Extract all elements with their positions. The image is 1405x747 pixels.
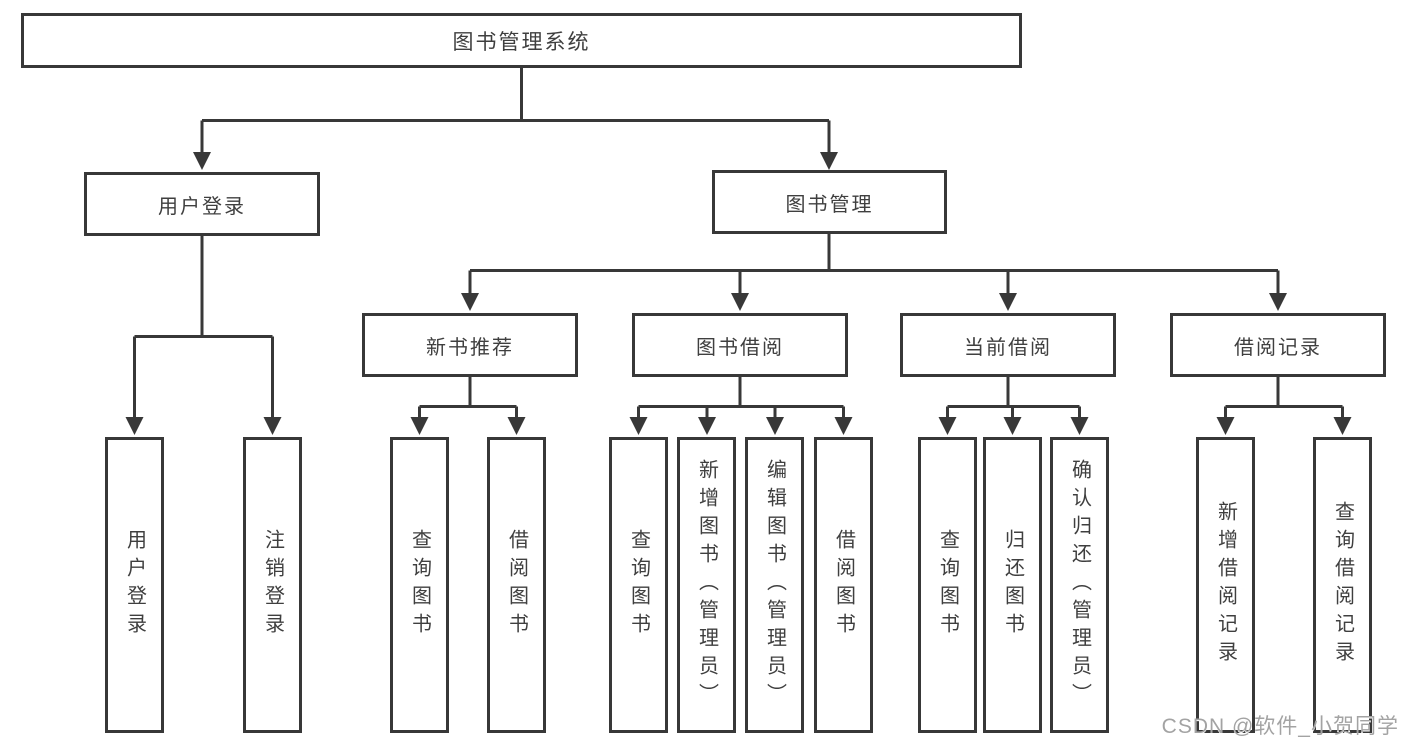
leaf-recommend-borrow-book: 借阅图书 xyxy=(487,437,546,733)
node-borrowing-records: 借阅记录 xyxy=(1170,313,1386,377)
node-system-root: 图书管理系统 xyxy=(21,13,1022,68)
leaf-label: 归还图书 xyxy=(1001,529,1024,641)
leaf-recommend-query-book: 查询图书 xyxy=(390,437,449,733)
node-current-borrowing: 当前借阅 xyxy=(900,313,1116,377)
leaf-query-borrow-record: 查询借阅记录 xyxy=(1313,437,1372,733)
leaf-current-query-book: 查询图书 xyxy=(918,437,977,733)
node-new-book-recommend: 新书推荐 xyxy=(362,313,578,377)
leaf-borrow-book: 借阅图书 xyxy=(814,437,873,733)
leaf-label: 编辑图书（管理员） xyxy=(763,459,786,711)
leaf-label: 查询图书 xyxy=(408,529,431,641)
leaf-label: 注销登录 xyxy=(261,529,284,641)
leaf-label: 查询图书 xyxy=(627,529,650,641)
leaf-logout: 注销登录 xyxy=(243,437,302,733)
leaf-user-login: 用户登录 xyxy=(105,437,164,733)
leaf-return-book: 归还图书 xyxy=(983,437,1042,733)
leaf-label: 新增借阅记录 xyxy=(1214,501,1237,669)
leaf-label: 确认归还（管理员） xyxy=(1068,459,1091,711)
leaf-label: 新增图书（管理员） xyxy=(695,459,718,711)
node-book-borrowing: 图书借阅 xyxy=(632,313,848,377)
node-book-management-module: 图书管理 xyxy=(712,170,947,234)
leaf-add-book-admin: 新增图书（管理员） xyxy=(677,437,736,733)
leaf-label: 查询借阅记录 xyxy=(1331,501,1354,669)
leaf-label: 借阅图书 xyxy=(505,529,528,641)
leaf-add-borrow-record: 新增借阅记录 xyxy=(1196,437,1255,733)
leaf-borrowing-query-book: 查询图书 xyxy=(609,437,668,733)
leaf-label: 查询图书 xyxy=(936,529,959,641)
watermark: CSDN @软件_小贺同学 xyxy=(1161,715,1399,738)
node-user-login-module: 用户登录 xyxy=(84,172,320,236)
leaf-label: 借阅图书 xyxy=(832,529,855,641)
leaf-label: 用户登录 xyxy=(123,529,146,641)
leaf-edit-book-admin: 编辑图书（管理员） xyxy=(745,437,804,733)
leaf-confirm-return-admin: 确认归还（管理员） xyxy=(1050,437,1109,733)
